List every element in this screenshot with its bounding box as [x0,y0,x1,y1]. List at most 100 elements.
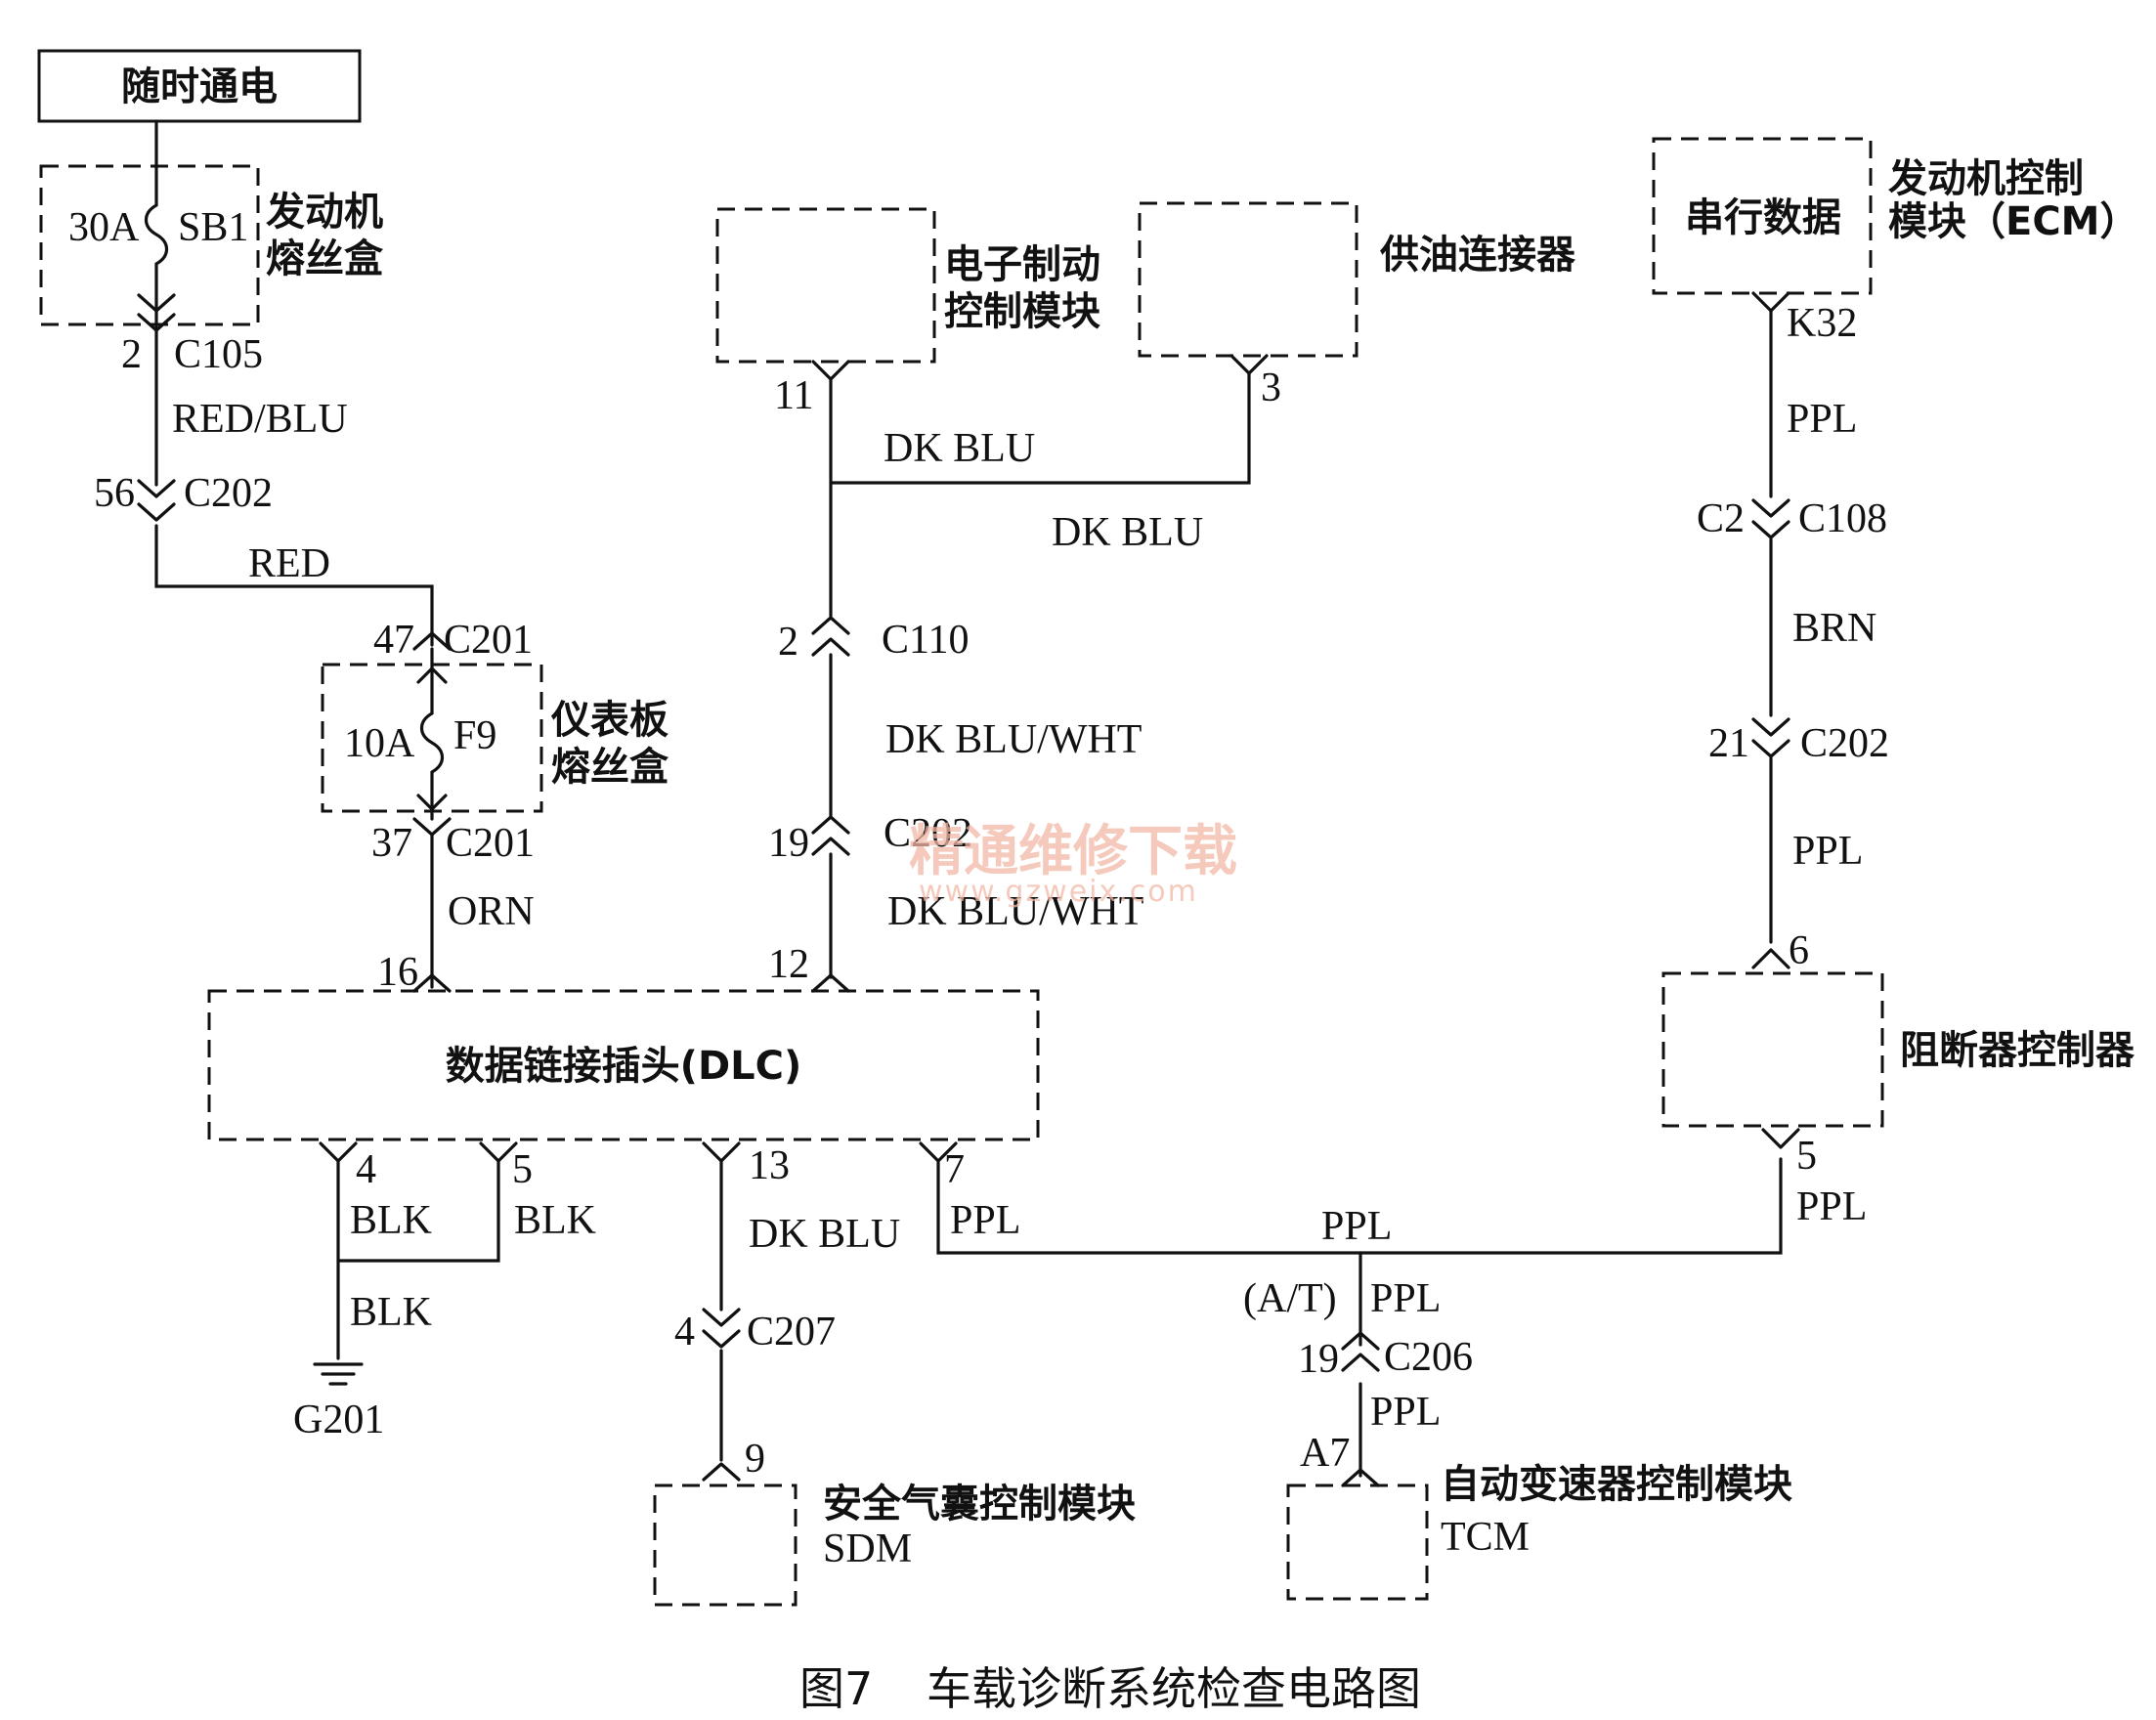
dlc-pin5: 5 [512,1147,533,1192]
fuse-sb1-name: SB1 [178,205,248,250]
ecm-name-1: 发动机控制 [1888,156,2084,201]
wire-dk-blu-2: DK BLU [1052,510,1203,555]
engine-fuse-box-name-2: 熔丝盒 [266,236,384,281]
tcm-wire-ppl-2: PPL [1370,1390,1441,1435]
c206-pin: 19 [1298,1337,1339,1382]
engine-fuse-box [39,164,260,326]
sdm-pin-connector [702,1462,741,1482]
wire-dk-blu-1: DK BLU [884,426,1035,471]
dlc-pin16: 16 [377,950,418,995]
immobilizer-box [1661,971,1884,1128]
wire-ppl-7: PPL [950,1198,1020,1243]
fuse-sb1-rating: 30A [68,205,140,250]
ecm-name-2: 模块（ECM） [1888,199,2138,244]
immo-pin5-connector [1761,1128,1800,1149]
fuse-f9-name: F9 [453,713,496,758]
wire-red: RED [248,541,330,586]
watermark-text: 精通维修下载 [909,820,1237,883]
wire-ppl-ecm-label: PPL [1787,397,1857,442]
wire-dk-blu-wht-2: DK BLU/WHT [887,889,1143,934]
dlc-pin4-connector [319,1141,358,1163]
wire-blk [336,1159,500,1360]
ebcm-box [715,207,936,364]
ground-icon [313,1362,364,1386]
wire-ppl-bus-label: PPL [1321,1204,1392,1249]
tcm-box [1286,1484,1429,1601]
tcm-pin: A7 [1300,1431,1350,1476]
fuel-pin: 3 [1261,366,1281,410]
watermark-url: www.gzweix.com [919,875,1198,909]
tcm-wire-ppl-1: PPL [1370,1276,1441,1321]
connector-c202-left [137,479,176,522]
connector-c202-mid [811,815,850,856]
fuse-f9-rating: 10A [344,721,415,766]
connector-c202-right [1751,717,1790,758]
dlc-pin13: 13 [749,1143,790,1188]
wire-brn: BRN [1792,606,1876,651]
sdm-name-1: 安全气囊控制模块 [823,1482,1136,1526]
c201-lower-pin: 37 [371,821,412,866]
caption-title: 车载诊断系统检查电路图 [927,1662,1421,1715]
c202-right-label: C202 [1800,721,1889,766]
connector-c201-lower [412,817,452,837]
c110-pin: 2 [778,620,798,665]
wire-dk-blu-top [829,371,1251,618]
tcm-name-1: 自动变速器控制模块 [1441,1462,1792,1507]
fuse-sb1-symbol [144,119,169,307]
ground-label: G201 [293,1398,384,1442]
panel-fuse-box-name-2: 熔丝盒 [551,745,669,790]
fuel-connector-name: 供油连接器 [1380,233,1576,278]
wire-left-main [154,303,434,647]
tcm-name-2: TCM [1441,1515,1530,1560]
immo-pin5: 5 [1796,1134,1817,1179]
sdm-pin: 9 [745,1437,765,1482]
engine-fuse-box-name-1: 发动机 [266,190,383,235]
wire-dk-blu-wht-1: DK BLU/WHT [885,717,1142,762]
ecm-inner: 串行数据 [1685,195,1841,240]
dlc-pin13-connector [702,1141,741,1163]
wire-ppl-right-3: PPL [1796,1184,1867,1229]
ebcm-name-1: 电子制动 [944,242,1100,287]
c207-pin: 4 [674,1310,695,1354]
fuse-f9-arrow-top [416,666,448,684]
wire-dk-blu-sdm-label: DK BLU [749,1212,900,1257]
tcm-pin-connector [1341,1468,1380,1487]
c202-left-pin: 56 [94,471,135,516]
c201-upper-label: C201 [444,618,533,663]
fuel-connector-box [1138,201,1358,358]
fuse-f9-symbol [419,647,445,821]
c201-lower-label: C201 [446,821,535,866]
dlc-pin12: 12 [768,942,809,987]
wire-ppl-right-2: PPL [1792,829,1863,874]
dlc-box [207,989,1040,1141]
c206-label: C206 [1384,1335,1473,1380]
immo-pin6-connector [1751,948,1790,969]
caption-figure: 图7 [799,1662,873,1715]
c105-pin: 2 [121,332,142,377]
c202-mid-label: C202 [884,811,972,856]
c207-label: C207 [747,1310,836,1354]
ecm-pin-connector [1751,291,1790,313]
wire-orn-label: ORN [448,889,535,934]
ebcm-pin-connector [811,360,850,381]
wire-red-blu: RED/BLU [172,397,348,442]
ebcm-name-2: 控制模块 [944,289,1100,334]
c201-upper-pin: 47 [373,618,414,663]
connector-c105 [137,293,176,332]
sdm-name-2: SDM [823,1526,912,1571]
ecm-pin: K32 [1787,301,1857,346]
power-label: 随时通电 [121,64,278,109]
immo-pin6: 6 [1789,928,1809,973]
ecm-box [1652,137,1873,295]
panel-fuse-box-name-1: 仪表板 [550,698,668,743]
immobilizer-name: 阻断器控制器 [1900,1028,2135,1073]
dlc-pin7: 7 [944,1147,965,1192]
c105-label: C105 [174,332,263,377]
wire-blk-3: BLK [350,1290,432,1335]
wire-blk-2: BLK [514,1198,596,1243]
connector-c201-upper [412,631,452,651]
c108-pin: C2 [1697,496,1745,541]
c202-left-label: C202 [184,471,273,516]
dlc-pin5-connector [479,1141,518,1163]
